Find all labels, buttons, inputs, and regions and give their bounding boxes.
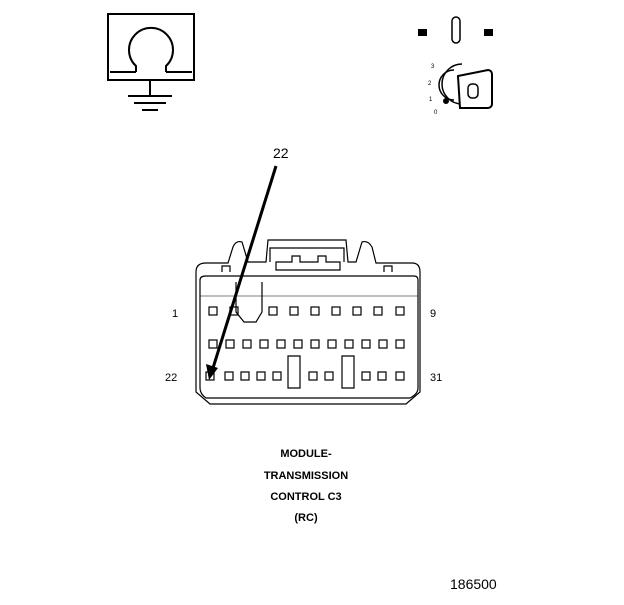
pin (225, 339, 235, 349)
caption-line-3: CONTROL C3 (270, 491, 341, 503)
pin-label-row1-left: 1 (172, 308, 178, 320)
connector-pins (205, 306, 405, 381)
pin (310, 339, 320, 349)
pin (378, 339, 388, 349)
pin (361, 371, 371, 381)
caption-line-2: TRANSMISSION (264, 470, 348, 482)
key-position-0: 0 (434, 110, 438, 116)
pin (310, 306, 320, 316)
pin (242, 339, 252, 349)
caption-line-4: (RC) (294, 512, 318, 524)
pin (331, 306, 341, 316)
pin (289, 306, 299, 316)
pin (293, 339, 303, 349)
pin-label-row3-left: 22 (165, 372, 177, 384)
pin (324, 371, 334, 381)
pin (224, 371, 234, 381)
callout-arrow (206, 165, 278, 380)
pin (361, 339, 371, 349)
pin (395, 339, 405, 349)
key-position-1: 1 (429, 97, 433, 103)
pin (240, 371, 250, 381)
pin-label-row1-right: 9 (430, 308, 436, 320)
key-position-2: 2 (428, 81, 432, 87)
pin (373, 306, 383, 316)
pin (352, 306, 362, 316)
caption-line-1: MODULE- (280, 448, 332, 460)
pin (208, 306, 218, 316)
pin-label-row3-right: 31 (430, 372, 442, 384)
pin (268, 306, 278, 316)
pin (276, 339, 286, 349)
pin (259, 339, 269, 349)
pin (256, 371, 266, 381)
pin (327, 339, 337, 349)
figure-number: 186500 (450, 576, 497, 592)
pin (377, 371, 387, 381)
pin (208, 339, 218, 349)
pin (344, 339, 354, 349)
key-position-3: 3 (431, 64, 435, 70)
pin (272, 371, 282, 381)
pin-callout-label: 22 (273, 145, 289, 161)
pin (308, 371, 318, 381)
ground-omega-icon (107, 13, 195, 111)
pin (395, 371, 405, 381)
ignition-key-icon: 3 2 1 0 (418, 16, 493, 116)
pin (395, 306, 405, 316)
